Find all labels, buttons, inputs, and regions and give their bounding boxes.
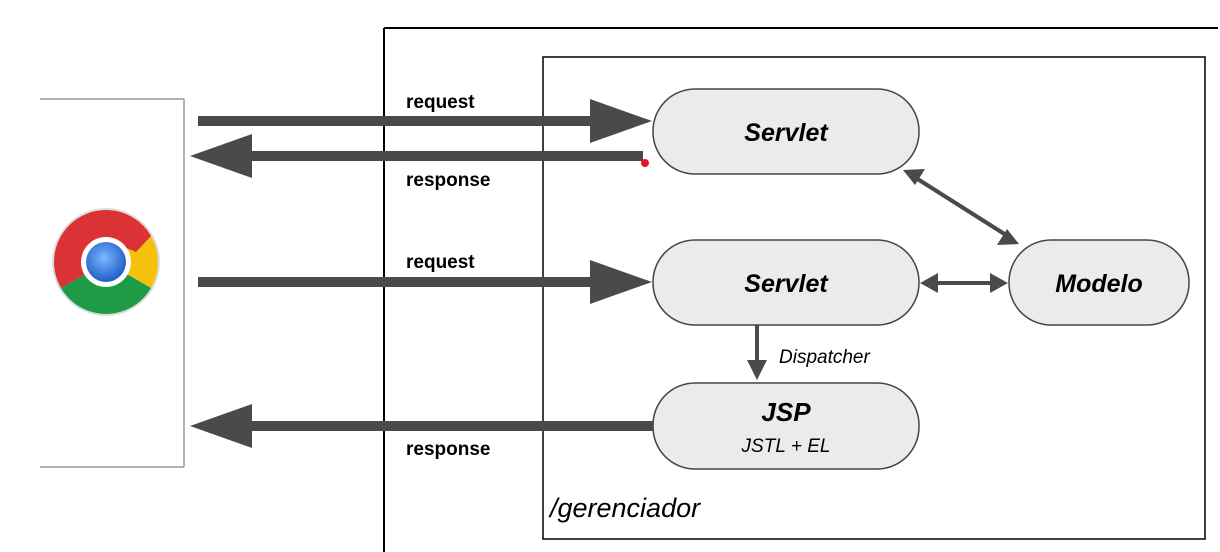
jsp-node-subtitle: JSTL + EL [741,436,831,457]
servlet-modelo-arrow [903,169,1019,245]
request-label-middle: request [406,252,475,273]
servlet-modelo-arrow-middle [920,273,1008,293]
jsp-node: JSP JSTL + EL [652,382,920,470]
context-label: /gerenciador [548,493,701,523]
webapp-context-box [542,56,1206,540]
browser-box [40,98,185,468]
servlet-node-middle: Servlet [652,239,920,326]
servlet-node-middle-label: Servlet [744,270,829,298]
response-arrow-bottom [190,404,655,448]
servlet-node-top: Servlet [652,88,920,175]
response-label-top: response [406,170,490,191]
dispatcher-label: Dispatcher [779,347,870,368]
dispatcher-arrow [747,325,767,380]
response-arrow-top [190,134,649,178]
modelo-node-label: Modelo [1055,270,1143,298]
request-arrow-top [198,99,652,143]
response-origin-dot [641,159,649,167]
modelo-node: Modelo [1008,239,1190,326]
servlet-node-top-label: Servlet [744,119,829,147]
server-box [383,27,1218,552]
request-label-top: request [406,92,475,113]
chrome-icon [52,208,160,316]
jsp-node-title: JSP [761,397,811,427]
request-arrow-middle [198,260,652,304]
response-label-bottom: response [406,439,490,460]
